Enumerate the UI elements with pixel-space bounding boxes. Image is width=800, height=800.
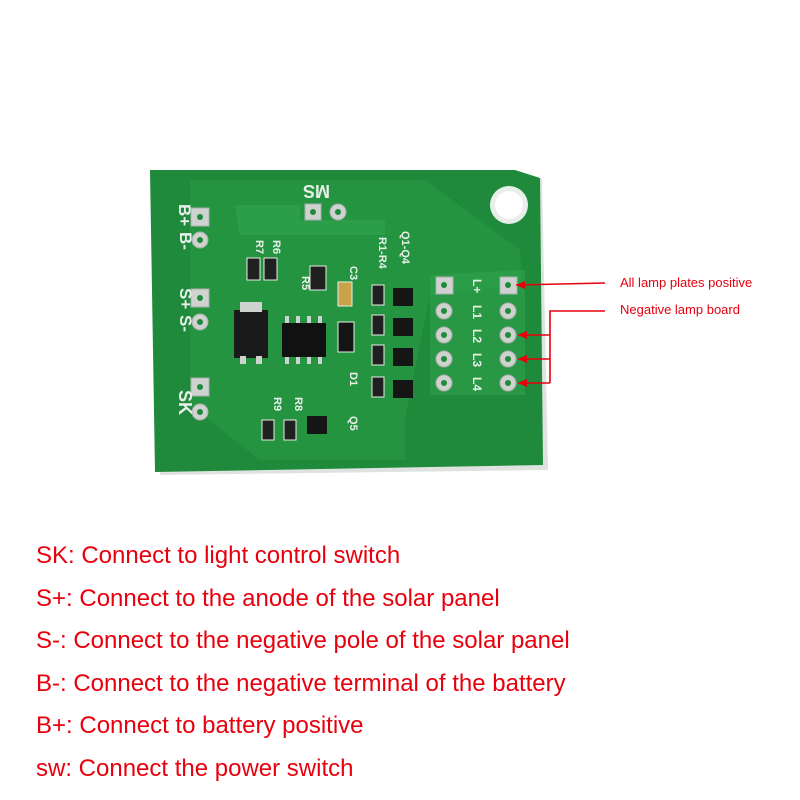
silk-r5: R5 [299, 276, 311, 290]
silk-r7: R7 [253, 240, 265, 254]
legend-item: S+: Connect to the anode of the solar pa… [36, 584, 500, 612]
silk-b-minus: B- [176, 232, 195, 250]
silk-b-plus: B+ [175, 204, 194, 226]
silk-q5: Q5 [347, 416, 359, 431]
silk-d1: D1 [347, 372, 359, 386]
silk-l2: L2 [470, 329, 484, 343]
silk-q1-q4: Q1-Q4 [399, 231, 411, 265]
silk-l3: L3 [470, 353, 484, 367]
silk-r9: R9 [271, 397, 283, 411]
annotation-negative: Negative lamp board [620, 302, 740, 317]
silk-r6: R6 [270, 240, 282, 254]
silk-r8: R8 [292, 397, 304, 411]
components [234, 257, 413, 441]
legend-item: B-: Connect to the negative terminal of … [36, 669, 566, 697]
silk-l-plus: L+ [470, 279, 484, 293]
legend-item: S-: Connect to the negative pole of the … [36, 627, 570, 654]
legend-item: B+: Connect to battery positive [36, 712, 364, 739]
pcb-board-photo: MS B+ B- S+ S- SK R6 R7 R5 C3 R1-R4 Q1-Q… [150, 170, 606, 475]
silk-s-plus: S+ [176, 288, 195, 309]
silk-sk: SK [175, 390, 195, 415]
silk-c3: C3 [347, 266, 359, 280]
legend-list: SK: Connect to light control switch S+: … [36, 535, 570, 790]
legend-item: sw: Connect the power switch [36, 754, 354, 782]
silk-r1-r4: R1-R4 [376, 237, 388, 270]
silk-l4: L4 [470, 377, 484, 391]
legend-item: SK: Connect to light control switch [36, 542, 401, 569]
silk-ms: MS [303, 181, 330, 201]
silk-l1: L1 [470, 305, 484, 319]
silk-s-minus: S- [176, 315, 195, 332]
annotation-positive: All lamp plates positive [620, 275, 753, 290]
